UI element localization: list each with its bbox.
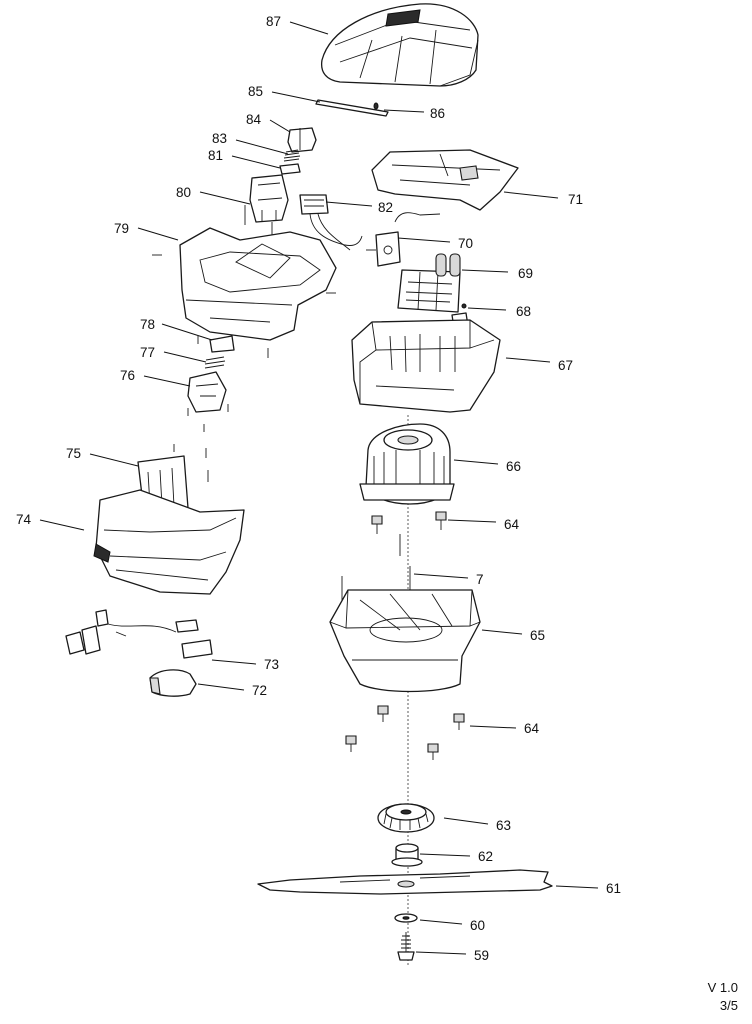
callout-67: 67 xyxy=(558,358,573,373)
callout-76: 76 xyxy=(120,368,135,383)
version-label: V 1.0 xyxy=(707,980,738,995)
part-62-hub xyxy=(391,843,423,867)
callout-59: 59 xyxy=(474,948,489,963)
callout-69: 69 xyxy=(518,266,533,281)
part-67-electronics-housing xyxy=(351,319,501,413)
part-86-pin xyxy=(373,102,379,110)
callout-71: 71 xyxy=(568,192,583,207)
part-81-clip xyxy=(279,163,301,175)
callout-61: 61 xyxy=(606,881,621,896)
callout-62: 62 xyxy=(478,849,493,864)
part-87-top-cover xyxy=(320,3,479,87)
part-70-block xyxy=(366,231,401,267)
part-84-key xyxy=(287,127,317,153)
part-80-bracket xyxy=(244,174,289,238)
callout-80: 80 xyxy=(176,185,191,200)
part-59-blade-bolt xyxy=(397,932,415,961)
part-77-spring xyxy=(204,356,226,369)
callout-85: 85 xyxy=(248,84,263,99)
part-71-plate xyxy=(371,149,519,211)
callout-64-lower: 64 xyxy=(524,721,540,736)
callout-79: 79 xyxy=(114,221,129,236)
callout-74: 74 xyxy=(16,512,32,527)
callout-labels: 87 85 86 84 83 81 71 80 82 79 70 69 68 7… xyxy=(16,14,621,963)
callout-70: 70 xyxy=(458,236,473,251)
part-64-screws-lower xyxy=(345,705,465,760)
callout-81: 81 xyxy=(208,148,223,163)
part-63-fan xyxy=(377,803,435,833)
callout-83: 83 xyxy=(212,131,227,146)
part-69-circuit-board xyxy=(397,253,461,313)
callout-7: 7 xyxy=(476,572,484,587)
callout-77: 77 xyxy=(140,345,155,360)
callout-78: 78 xyxy=(140,317,155,332)
callout-86: 86 xyxy=(430,106,445,121)
part-66-motor xyxy=(359,423,455,505)
leader-lines xyxy=(39,21,599,955)
part-79-main-housing xyxy=(152,227,337,358)
part-85-strip xyxy=(315,99,389,117)
callout-75: 75 xyxy=(66,446,81,461)
part-73-sensor-assembly xyxy=(65,609,213,659)
part-60-washer xyxy=(394,913,418,923)
callout-63: 63 xyxy=(496,818,511,833)
callout-65: 65 xyxy=(530,628,545,643)
part-83-spring xyxy=(283,149,301,162)
callout-68: 68 xyxy=(516,304,531,319)
page-number: 3/5 xyxy=(719,998,738,1013)
callout-72: 72 xyxy=(252,683,267,698)
part-65-motor-deck xyxy=(329,589,481,693)
part-82-wiring-harness xyxy=(299,194,441,251)
callout-73: 73 xyxy=(264,657,279,672)
callout-84: 84 xyxy=(246,112,262,127)
callout-60: 60 xyxy=(470,918,485,933)
part-61-blade xyxy=(257,869,553,895)
callout-87: 87 xyxy=(266,14,281,29)
part-74-front-cover xyxy=(93,489,245,595)
part-76-switch-housing xyxy=(187,371,229,432)
part-64-screws-upper xyxy=(371,511,447,556)
callout-64-upper: 64 xyxy=(504,517,520,532)
part-78-latch xyxy=(197,335,235,353)
callout-66: 66 xyxy=(506,459,521,474)
callout-82: 82 xyxy=(378,200,393,215)
part-72-foot xyxy=(149,669,197,697)
